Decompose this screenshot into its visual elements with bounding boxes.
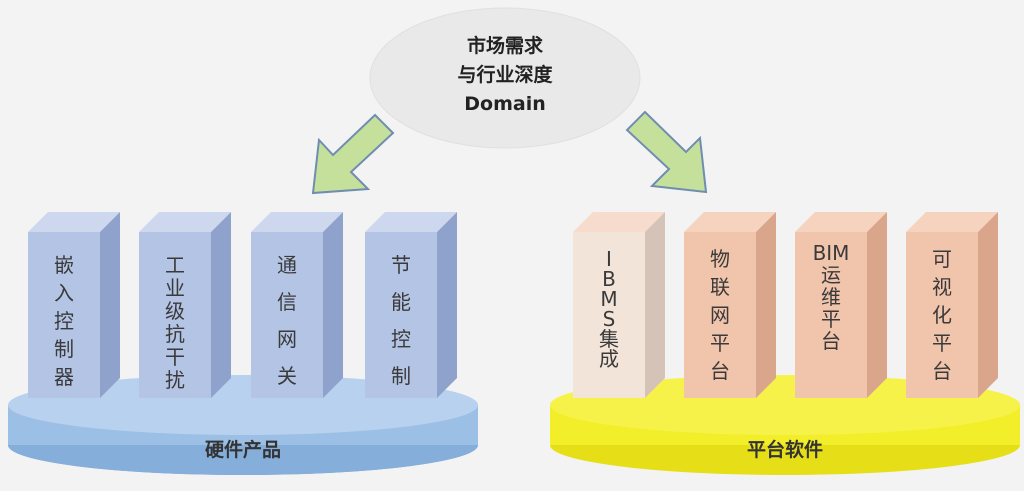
hardware-block-1: 嵌入控制器 [28, 212, 120, 398]
software-block-2: 物联网平台 [684, 212, 776, 398]
hardware-block-4: 节能控制 [365, 212, 457, 398]
software-block-2-text: 物联网平台 [710, 247, 730, 383]
software-base: 平台软件 [550, 375, 1020, 475]
hardware-block-2: 工业级抗干扰 [139, 212, 231, 398]
software-block-4-text: 可视化平台 [932, 247, 952, 383]
software-block-4: 可视化平台 [906, 212, 998, 398]
arrow-to-software-icon [625, 110, 708, 194]
hardware-base-label: 硬件产品 [205, 438, 281, 461]
hardware-block-3: 通信网关 [251, 212, 343, 398]
software-base-label: 平台软件 [747, 438, 823, 461]
hardware-block-3-text: 通信网关 [277, 253, 297, 388]
hardware-block-1-text: 嵌入控制器 [54, 253, 74, 389]
arrow-to-hardware-icon [311, 113, 395, 195]
hardware-base: 硬件产品 [8, 375, 478, 475]
domain-cloud [369, 7, 641, 149]
hardware-block-4-text: 节能控制 [391, 253, 411, 388]
cloud-line-2: 与行业深度 [457, 63, 553, 86]
cloud-line-3: Domain [464, 93, 545, 115]
cloud-line-1: 市场需求 [467, 34, 544, 57]
hardware-block-2-text: 工业级抗干扰 [165, 253, 185, 392]
